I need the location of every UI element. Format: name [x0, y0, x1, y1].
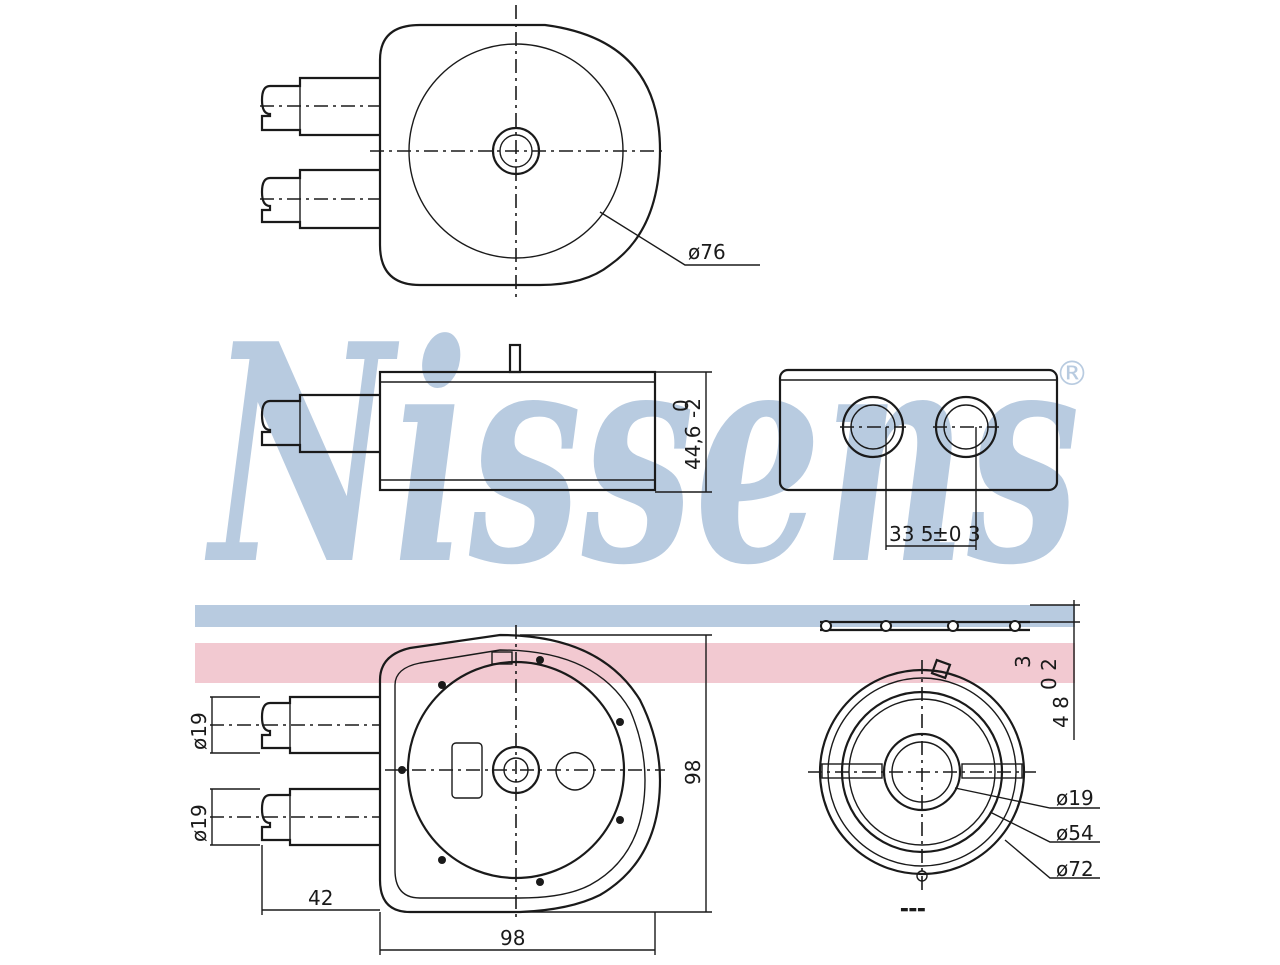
gasket-view: 3 4 8 0 2 ▬▬▬ ø19 ø54 ø72 [808, 600, 1100, 915]
watermark-stripe-red [195, 643, 1075, 683]
small-mark: ▬▬▬ [900, 905, 926, 915]
front-view: 33 5 ±0 3 [778, 368, 1059, 550]
dim-overall-height-tol: 0 2 [1037, 658, 1061, 690]
dim-side-height-tol-top: 0 [669, 399, 693, 412]
dim-pipe-length: 42 [308, 886, 333, 910]
side-view: 44,6 -2 0 [260, 343, 712, 493]
dim-bore-diameter: ø19 [1056, 786, 1094, 810]
bottom-view: ø19 ø19 42 98 98 [187, 625, 712, 955]
dim-body-height: 98 [681, 760, 705, 785]
dim-port-spacing-tol: ±0 3 [932, 522, 981, 546]
dim-inlet-diameter-2: ø19 [187, 804, 211, 842]
dim-side-height: 44,6 [681, 425, 705, 470]
top-view: ø76 [260, 5, 760, 298]
dim-port-spacing: 33 5 [889, 522, 934, 546]
dim-top-diameter: ø76 [688, 240, 726, 264]
dim-outer-diameter: ø72 [1056, 857, 1094, 881]
dim-overall-height: 4 8 [1049, 696, 1073, 728]
registered-mark: ® [1055, 354, 1089, 394]
watermark-logo: Nissens [204, 278, 1080, 631]
dim-inner-diameter: ø54 [1056, 821, 1094, 845]
dim-body-width: 98 [500, 926, 525, 950]
dim-inlet-diameter-1: ø19 [187, 712, 211, 750]
dim-gasket-thickness: 3 [1011, 655, 1035, 668]
dim-side-height-tol: -2 [681, 398, 705, 418]
